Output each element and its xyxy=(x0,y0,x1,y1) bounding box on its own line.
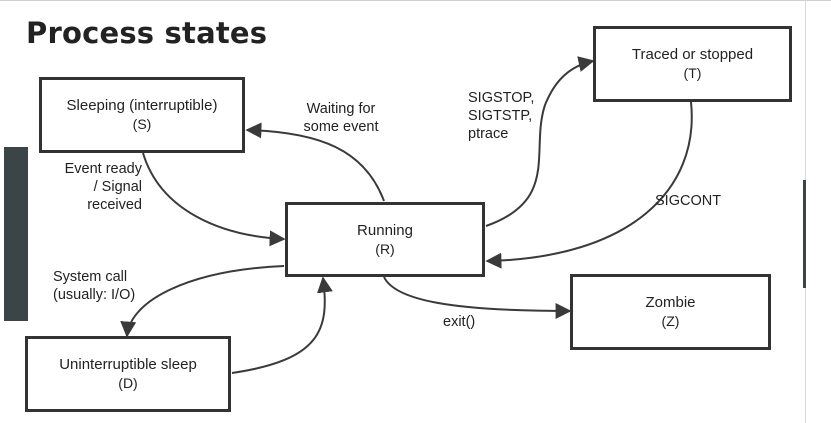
state-code: (D) xyxy=(118,375,138,391)
right-accent-mark xyxy=(803,180,806,288)
top-border xyxy=(0,0,831,1)
state-zombie: Zombie (Z) xyxy=(570,274,771,350)
state-uninterruptible-sleep: Uninterruptible sleep (D) xyxy=(25,336,231,412)
label-line: received xyxy=(87,197,142,213)
state-name: Traced or stopped xyxy=(631,46,754,63)
state-traced-or-stopped: Traced or stopped (T) xyxy=(593,26,792,102)
label-line: Waiting for xyxy=(306,101,376,117)
slide-title: Process states xyxy=(26,16,268,50)
state-code: (R) xyxy=(375,240,395,257)
label-line: / Signal xyxy=(93,179,142,195)
state-code: (Z) xyxy=(661,313,680,329)
label-line: exit() xyxy=(443,314,476,330)
left-accent-bar xyxy=(4,147,28,321)
label-sigcont: SIGCONT xyxy=(655,192,721,210)
arrow-running-to-sleeping xyxy=(245,122,385,202)
arrow-uninterruptible-to-running xyxy=(231,276,333,374)
label-line: Event ready xyxy=(64,161,142,177)
label-sigstop: SIGSTOP, SIGTSTP, ptrace xyxy=(468,89,534,143)
state-name: Running xyxy=(357,221,413,239)
label-event-ready: Event ready / Signal received xyxy=(40,160,142,214)
label-line: System call xyxy=(53,269,128,285)
label-exit: exit() xyxy=(443,313,475,331)
label-line: ptrace xyxy=(468,126,509,142)
label-waiting-for-event: Waiting for some event xyxy=(287,100,395,136)
label-line: SIGSTOP, xyxy=(468,90,535,106)
label-line: SIGTSTP, xyxy=(468,108,533,124)
state-code: (S) xyxy=(132,116,152,132)
arrow-running-to-uninterruptible xyxy=(120,265,285,338)
arrow-traced-to-running xyxy=(485,101,693,269)
arrow-running-to-traced xyxy=(485,56,595,227)
label-line: (usually: I/O) xyxy=(53,287,136,303)
label-system-call: System call (usually: I/O) xyxy=(53,268,135,304)
state-running: Running (R) xyxy=(285,202,485,277)
arrow-sleeping-to-running xyxy=(142,152,286,247)
label-line: SIGCONT xyxy=(655,193,722,209)
state-code: (T) xyxy=(683,65,702,81)
state-sleeping-interruptible: Sleeping (interruptible) (S) xyxy=(39,77,245,153)
label-line: some event xyxy=(303,119,379,135)
state-name: Zombie xyxy=(645,294,696,311)
state-name: Uninterruptible sleep xyxy=(59,356,197,373)
arrow-running-to-zombie xyxy=(383,276,572,319)
state-name: Sleeping (interruptible) xyxy=(66,97,218,114)
